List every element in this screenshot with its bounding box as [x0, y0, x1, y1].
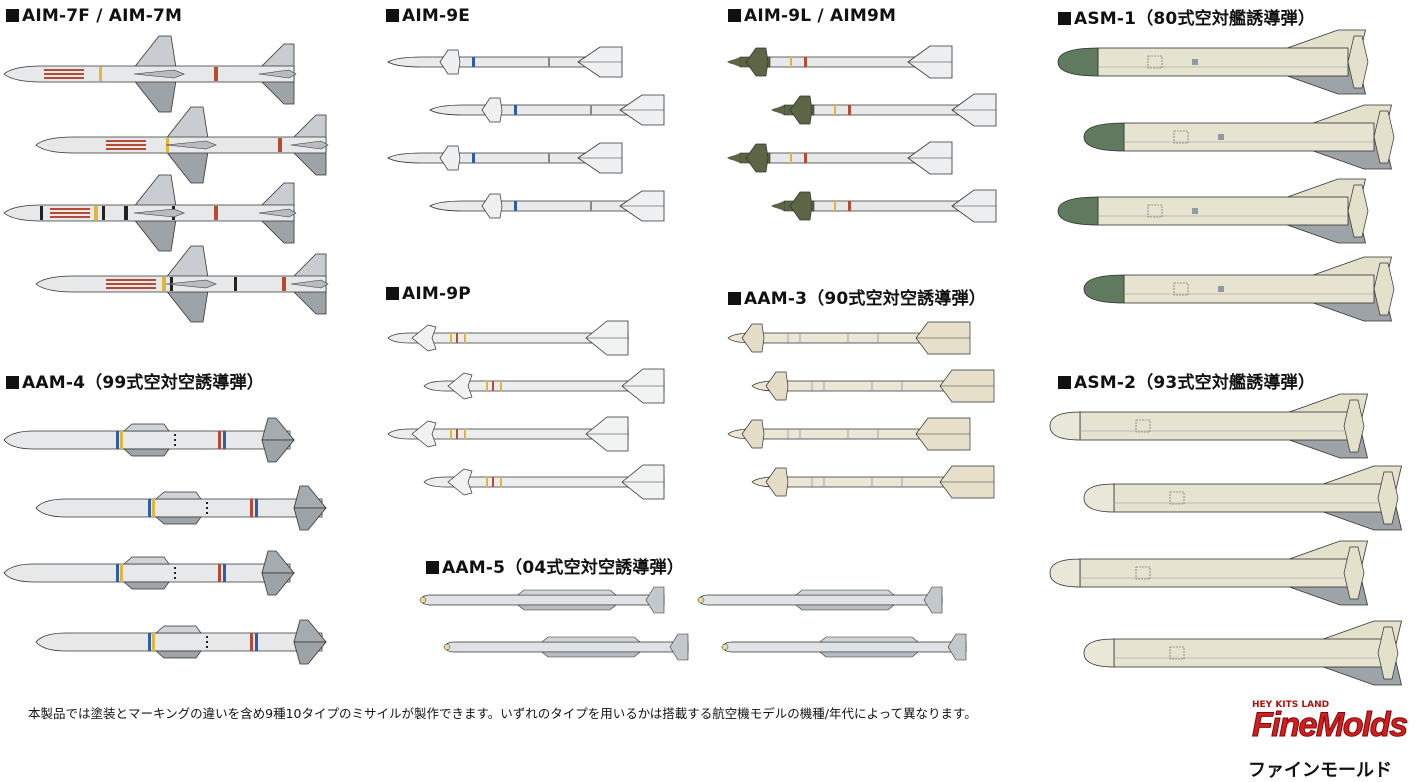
title-aim9l: AIM-9L / AIM9M [728, 6, 896, 26]
aam3-missile-2 [751, 369, 995, 403]
aam3-missile-4 [751, 465, 995, 499]
title-aim7: AIM-7F / AIM-7M [6, 6, 182, 26]
title-aim9e: AIM-9E [386, 6, 470, 26]
footer-note: 本製品では塗装とマーキングの違いを含め9種10タイプのミサイルが製作できます。い… [28, 706, 977, 721]
aim9l-missile-3 [727, 141, 953, 175]
aam5-missile-4 [721, 633, 967, 661]
aam5-missile-3 [443, 633, 689, 661]
aam5-missile-1 [419, 586, 665, 614]
title-aam5: AAM-5（04式空対空誘導弾） [426, 553, 684, 578]
aim7-missile-1 [3, 35, 297, 113]
aim7-missile-4 [35, 245, 329, 323]
asm2-missile-4 [1083, 620, 1403, 686]
logo-sub-text: ファインモールド [1248, 760, 1392, 781]
asm1-missile-1 [1057, 29, 1369, 95]
aim9e-missile-2 [429, 94, 665, 126]
finemolds-logo: HEY KITS LAND FineMolds [1252, 700, 1409, 752]
aim9e-missile-4 [429, 190, 665, 222]
aim9p-missile-3 [387, 416, 629, 452]
aim9l-missile-4 [771, 189, 997, 223]
asm1-missile-4 [1083, 256, 1395, 322]
aim7-missile-2 [35, 106, 329, 184]
asm1-missile-3 [1057, 178, 1369, 244]
aam3-missile-1 [727, 321, 971, 355]
aam4-missile-2 [35, 485, 327, 531]
asm2-missile-1 [1049, 393, 1369, 459]
aim9e-missile-1 [387, 46, 623, 78]
aim9l-missile-2 [771, 93, 997, 127]
aam3-missile-3 [727, 417, 971, 451]
aim9p-missile-4 [423, 464, 665, 500]
asm2-missile-3 [1049, 540, 1369, 606]
aim7-missile-3 [3, 174, 297, 252]
logo-main-text: FineMolds [1252, 706, 1409, 745]
asm2-missile-2 [1083, 465, 1403, 531]
aam5-missile-2 [697, 586, 943, 614]
aam4-missile-3 [3, 550, 295, 596]
title-asm1: ASM-1（80式空対艦誘導弾） [1058, 4, 1315, 29]
aim9p-missile-1 [387, 320, 629, 356]
aim9p-missile-2 [423, 368, 665, 404]
title-aim9p: AIM-9P [386, 284, 471, 304]
missile-illustrations [3, 29, 1403, 686]
asm1-missile-2 [1083, 104, 1395, 170]
logo-top-text: HEY KITS LAND [1252, 700, 1330, 710]
aim9l-missile-1 [727, 45, 953, 79]
aim9e-missile-3 [387, 142, 623, 174]
title-aam3: AAM-3（90式空対空誘導弾） [728, 284, 986, 309]
aam4-missile-4 [35, 619, 327, 665]
aam4-missile-1 [3, 417, 295, 463]
title-aam4: AAM-4（99式空対空誘導弾） [6, 368, 264, 393]
title-asm2: ASM-2（93式空対艦誘導弾） [1058, 368, 1315, 393]
